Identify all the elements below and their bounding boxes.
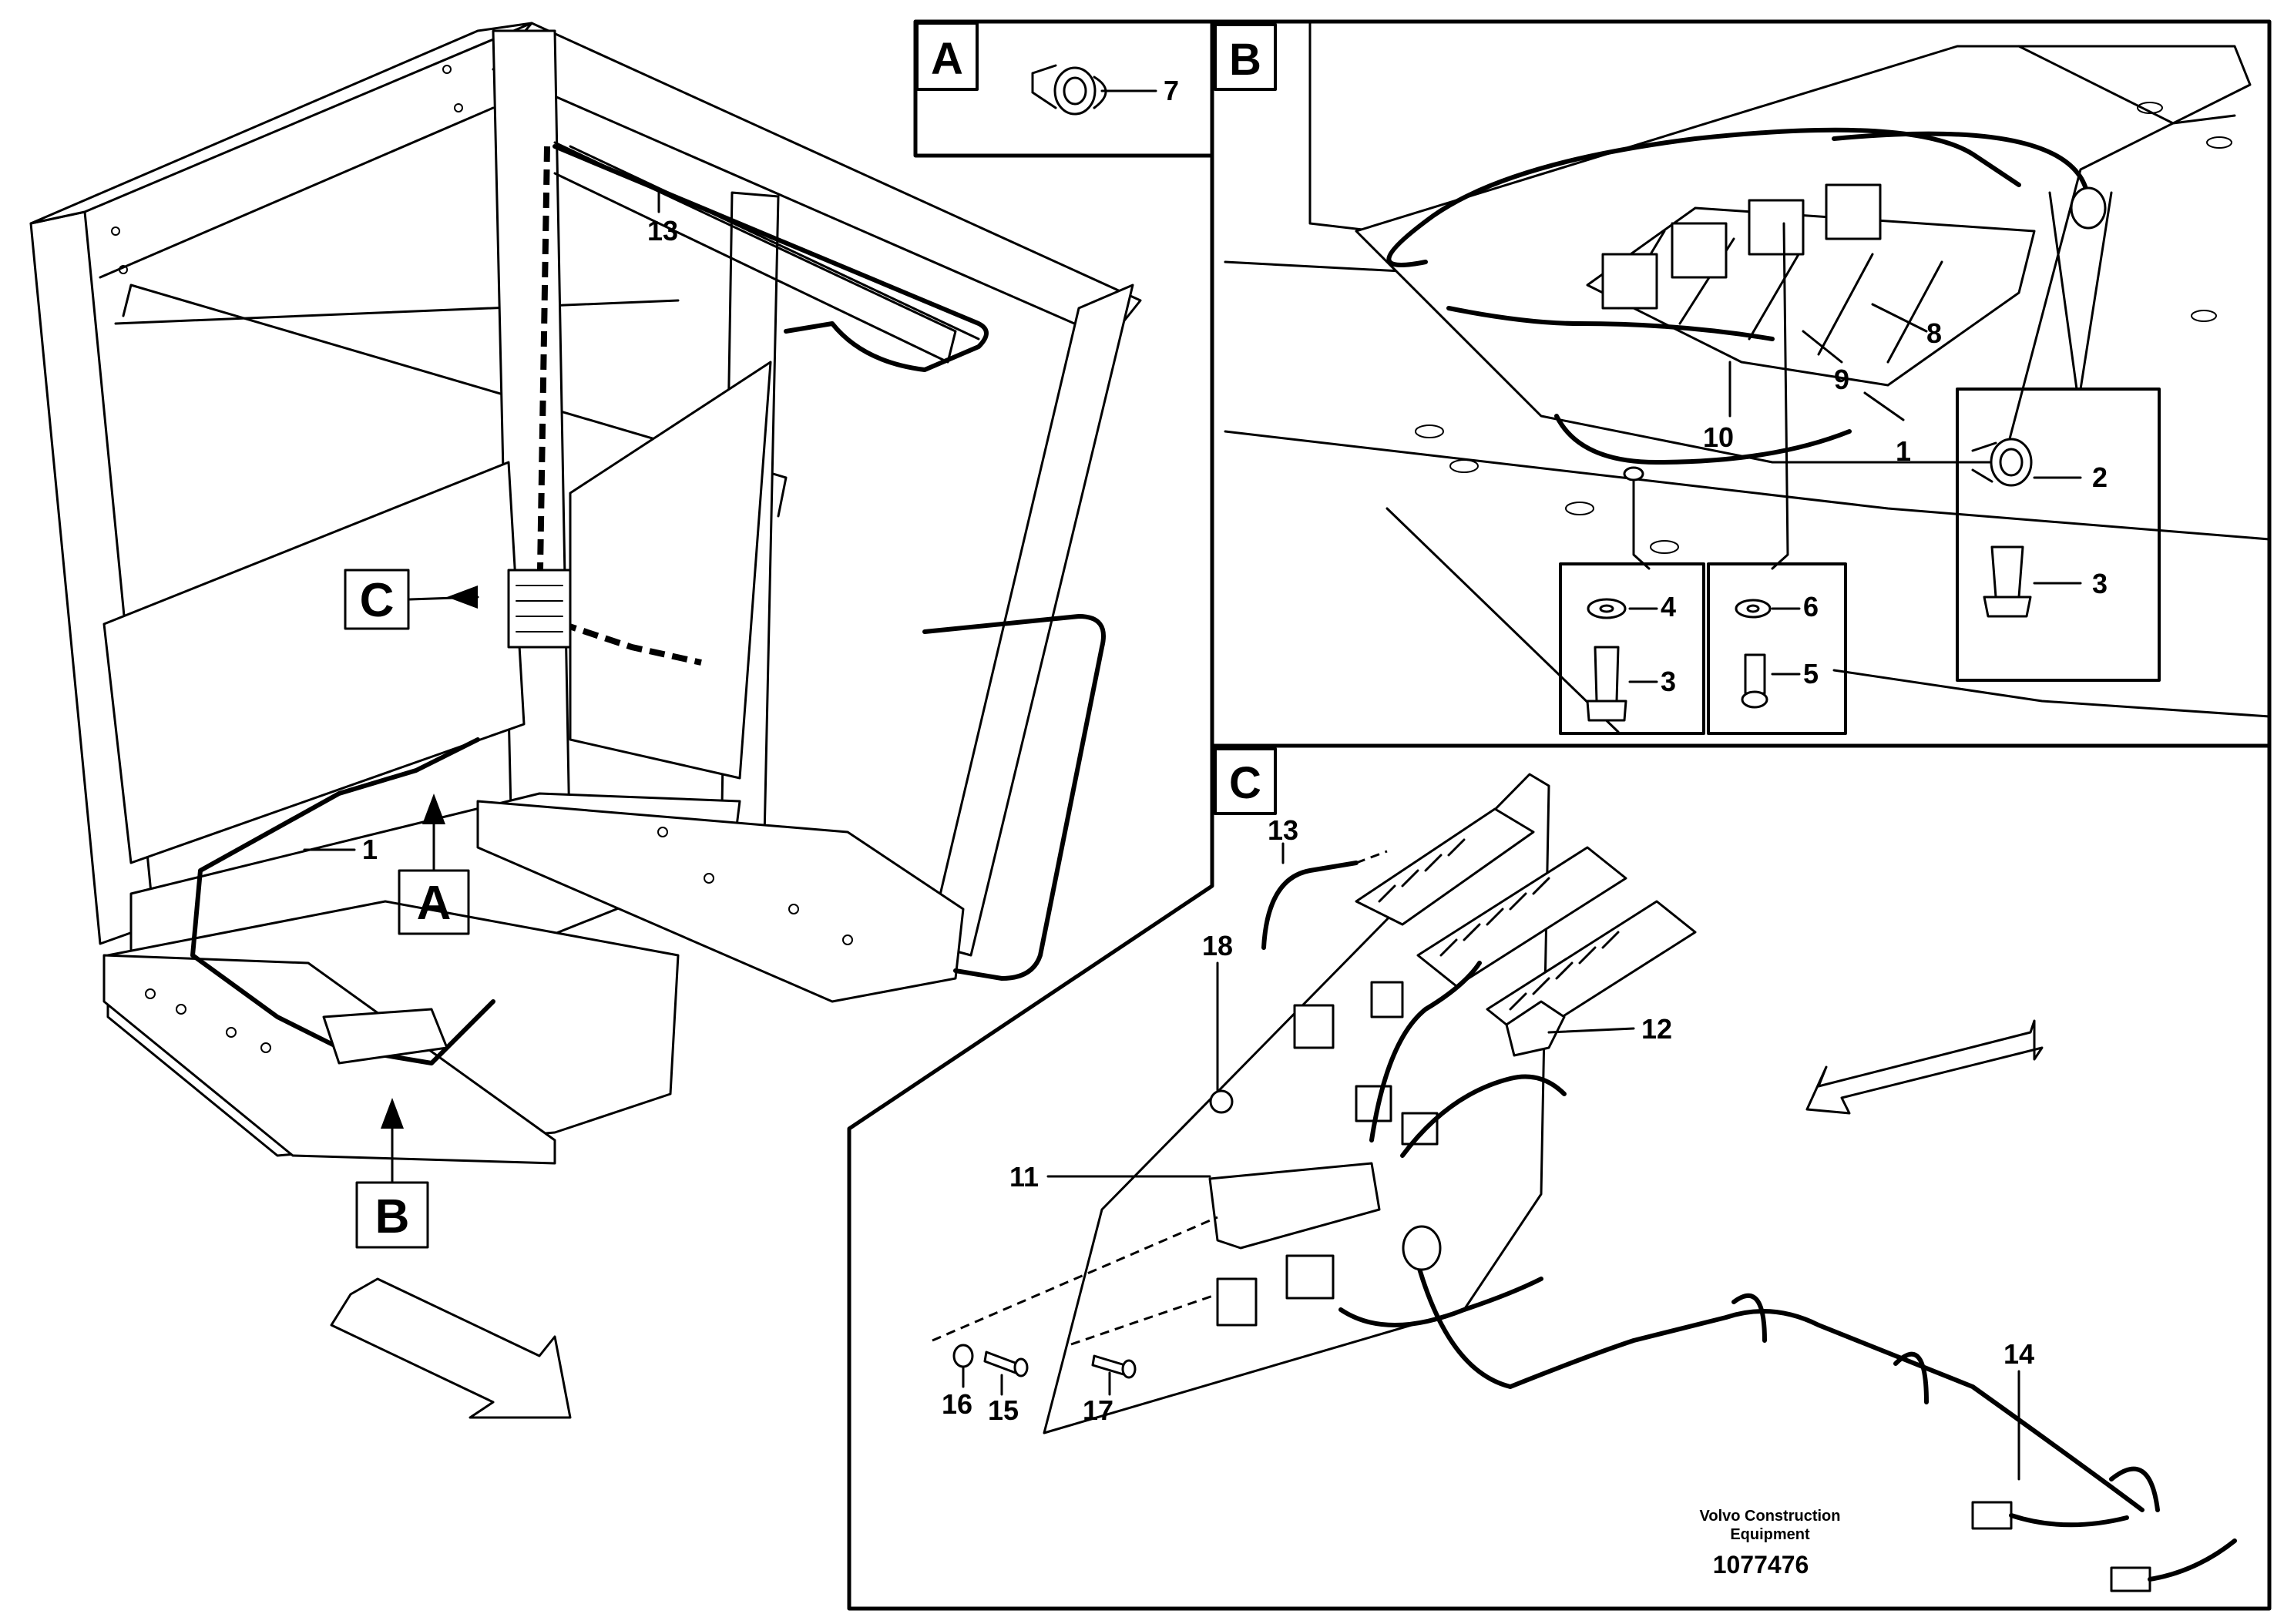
detail-b-box-washer-screw: [1707, 562, 1847, 735]
detail-c-callout-14: 14: [2003, 1338, 2034, 1370]
detail-c-relay-3: [1355, 1085, 1392, 1122]
detail-c-callout-17: 17: [1083, 1394, 1113, 1426]
view-marker-a: A: [398, 794, 470, 935]
detail-c-callout-18: 18: [1202, 930, 1233, 961]
detail-a-label: A: [931, 34, 963, 84]
cab-right-base: [476, 800, 965, 1003]
detail-c-relay-4: [1401, 1112, 1439, 1146]
caption-line-2: Equipment: [1730, 1526, 1810, 1543]
cab-center-post: [492, 29, 572, 880]
detail-b-callout-3b: 3: [1661, 666, 1676, 697]
detail-b-cable-3: [1554, 414, 1852, 465]
detail-b-callout-9: 9: [1834, 364, 1849, 395]
detail-b-label: B: [1229, 35, 1261, 85]
cab-rear-shelf-panel: [102, 461, 526, 864]
detail-c-switch-housing: [1355, 807, 1697, 1042]
direction-arrow-main: [330, 1277, 572, 1419]
detail-c-washer-16: [952, 1344, 974, 1368]
detail-b-callout-3a: 3: [2092, 568, 2108, 599]
detail-c-main-harness: [1416, 1261, 2145, 1512]
detail-b-callout-6: 6: [1803, 591, 1819, 622]
detail-b-callout-4: 4: [1661, 591, 1676, 622]
document-number: 1077476: [1713, 1551, 1809, 1579]
main-cab-view: C A B 1 13: [29, 22, 1142, 1419]
detail-c-bolt-15: [983, 1351, 1019, 1374]
direction-arrow-detail-c: [1805, 1019, 2044, 1115]
view-marker-a-text: A: [417, 877, 452, 930]
view-marker-b: B: [355, 1098, 429, 1249]
detail-b-callout-1: 1: [1896, 435, 1911, 467]
detail-c-plug-2: [2110, 1566, 2151, 1592]
cab-right-handrail: [922, 614, 1106, 981]
detail-c-harness-a: [1369, 961, 1482, 1143]
cab-roof-cable: [553, 144, 989, 372]
caption-line-1: Volvo Construction: [1700, 1508, 1841, 1525]
detail-c-callout-11: 11: [1009, 1161, 1039, 1193]
detail-c-callout-13: 13: [1268, 814, 1298, 846]
cab-floor-switch-module: [322, 1008, 448, 1065]
cab-side-panel: [569, 361, 772, 780]
detail-c-callout-15: 15: [988, 1394, 1019, 1426]
detail-b-callout-2: 2: [2092, 461, 2108, 493]
detail-c-harness-c: [1338, 1277, 1543, 1327]
detail-a: A 7: [915, 22, 1179, 116]
cab-harness-route: [536, 146, 550, 617]
cab-front-floor-rail: [102, 954, 556, 1165]
callout-cable: 13: [647, 215, 678, 247]
detail-b: B: [1214, 22, 2271, 735]
detail-c-callout-16: 16: [942, 1388, 972, 1420]
detail-b-box-grommet: [1956, 388, 2161, 682]
detail-b-switch-module: [1586, 183, 2036, 387]
detail-c: C 12 11 13 18: [932, 747, 2237, 1592]
detail-b-callout-5: 5: [1803, 658, 1819, 690]
view-marker-b-text: B: [375, 1190, 410, 1243]
callout-harness: 1: [362, 834, 378, 865]
grommet-icon: [1031, 64, 1107, 116]
detail-b-cable-4: [1832, 131, 2091, 203]
detail-c-frame: [847, 743, 2272, 1611]
detail-a-callout-7: 7: [1164, 75, 1179, 106]
detail-c-label: C: [1229, 758, 1261, 808]
detail-c-connector-ring: [1402, 1225, 1442, 1271]
cab-bolt-holes: [111, 65, 853, 1053]
detail-c-relay-2: [1370, 981, 1404, 1018]
detail-b-holes: [1415, 102, 2232, 554]
detail-c-relay-6: [1216, 1277, 1258, 1327]
detail-c-cable-13: [1261, 861, 1359, 950]
detail-c-callout-12: 12: [1641, 1013, 1672, 1045]
view-marker-c: C: [344, 569, 479, 630]
detail-b-box-washer-bolt: [1559, 562, 1705, 735]
detail-c-harness-b: [1400, 1074, 1567, 1158]
detail-c-fuse-box: [1208, 1162, 1381, 1250]
detail-c-relay-5: [1285, 1254, 1335, 1300]
detail-b-callout-10: 10: [1703, 421, 1734, 453]
view-marker-c-text: C: [360, 574, 395, 627]
detail-c-relay-1: [1293, 1004, 1335, 1049]
detail-c-plug-1: [1971, 1501, 2013, 1530]
detail-frames: [847, 19, 2272, 1611]
cab-switch-panel: [507, 569, 572, 649]
detail-b-cable-2: [1446, 306, 1775, 341]
detail-b-callout-8: 8: [1926, 317, 1942, 349]
